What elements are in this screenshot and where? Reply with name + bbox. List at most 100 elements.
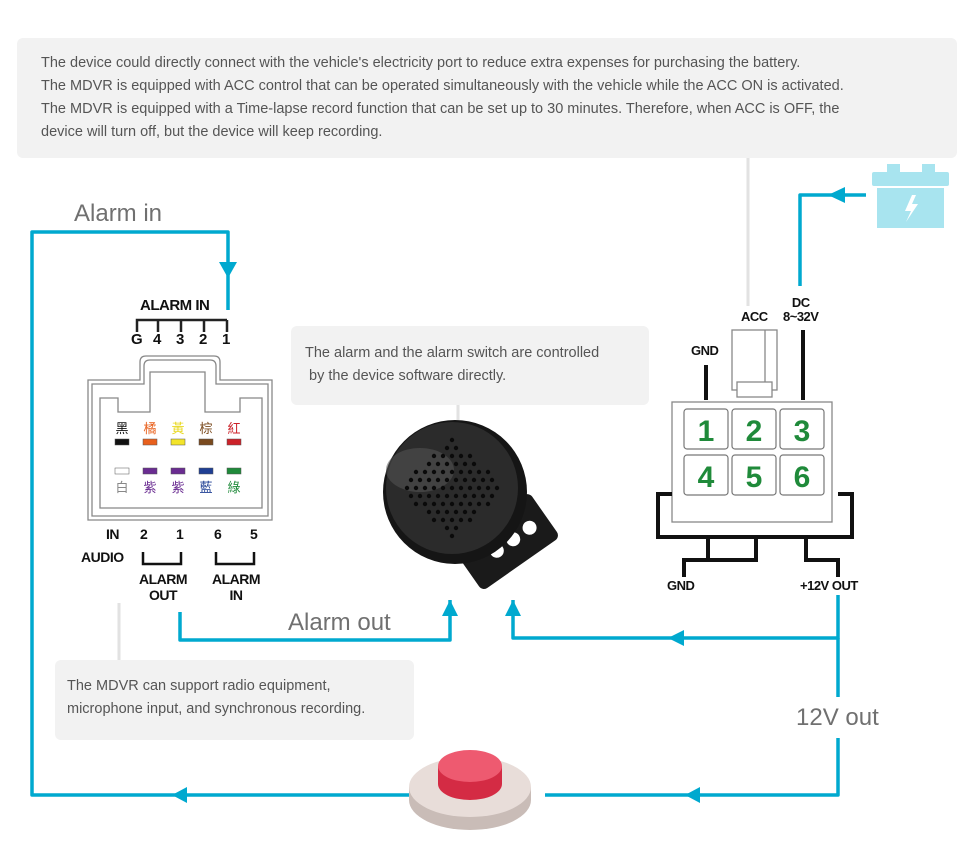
speaker-hole: [471, 477, 477, 483]
alarm-speaker: [383, 420, 558, 589]
power-pin-number: 4: [698, 461, 715, 494]
arrow-loop-left: [172, 787, 187, 803]
speaker-hole: [417, 493, 423, 499]
power-pin-cell: [683, 408, 729, 450]
power-pin-number: 2: [746, 415, 763, 448]
speaker-hole: [435, 493, 441, 499]
wire-color-swatch: [142, 467, 158, 475]
wire-color-swatch: [226, 467, 242, 475]
dc-label-line-1: DC: [791, 295, 810, 310]
speaker-hole: [453, 477, 459, 483]
speaker-hole: [413, 485, 419, 491]
alarm-in-group-label: ALARM IN: [212, 571, 261, 603]
speaker-hole: [422, 501, 428, 507]
alarm-out-line: [178, 600, 452, 642]
wire-color-swatch: [114, 467, 130, 475]
speaker-hole: [426, 493, 432, 499]
speaker-hole: [462, 477, 468, 483]
acc-label: ACC: [741, 309, 768, 324]
speaker-hole: [449, 437, 455, 443]
speaker-hole: [453, 445, 459, 451]
speaker-power-line: [511, 595, 840, 640]
speaker-hole: [467, 469, 473, 475]
speaker-hole: [476, 485, 482, 491]
io-pin-4: 4: [153, 331, 161, 348]
alarm-in-pin-5: 5: [250, 526, 258, 542]
speaker-hole: [480, 477, 486, 483]
io-pin-2: 2: [199, 331, 207, 348]
arrowheads: [172, 187, 845, 803]
speaker-hole: [444, 461, 450, 467]
v12-out-label: 12V out: [796, 704, 879, 731]
wire-color-swatch: [198, 438, 214, 446]
speaker-hole: [471, 461, 477, 467]
speaker-hole: [440, 517, 446, 523]
arrow-button-left: [685, 787, 700, 803]
speaker-hole: [426, 477, 432, 483]
alarm-out-group-label: ALARM OUT: [139, 571, 188, 603]
speaker-hole: [458, 501, 464, 507]
wire-color-label: 藍: [199, 481, 212, 496]
speaker-hole: [467, 501, 473, 507]
speaker-hole: [431, 469, 437, 475]
speaker-hole: [404, 485, 410, 491]
alarm-in-header: ALARM IN: [140, 297, 210, 314]
speaker-hole: [444, 477, 450, 483]
speaker-hole: [426, 461, 432, 467]
speaker-hole: [435, 461, 441, 467]
alarm-out-pin-2: 2: [140, 526, 148, 542]
speaker-hole: [449, 469, 455, 475]
wire-color-label: 紫: [143, 481, 156, 496]
speaker-hole: [435, 509, 441, 515]
alarm-button: [409, 750, 531, 830]
battery-line: [798, 193, 866, 286]
alarm-in-group-line-1: ALARM: [212, 571, 261, 587]
speaker-hole: [471, 493, 477, 499]
alarm-info-note: The alarm and the alarm switch are contr…: [291, 326, 649, 405]
speaker-hole: [435, 477, 441, 483]
speaker-hole: [449, 501, 455, 507]
speaker-hole: [417, 477, 423, 483]
power-pin-cell: [731, 408, 777, 450]
speaker-hole: [476, 469, 482, 475]
wire-color-label: 棕: [199, 422, 212, 437]
alarm-in-group-line-2: IN: [229, 587, 244, 603]
speaker-hole: [413, 469, 419, 475]
gnd-top-label: GND: [691, 343, 719, 358]
speaker-hole: [453, 509, 459, 515]
wire-color-swatch: [114, 438, 130, 446]
power-pin-number: 6: [794, 461, 811, 494]
io-pin-g: G: [131, 331, 143, 348]
power-pin-number: 5: [746, 461, 763, 494]
speaker-hole: [453, 493, 459, 499]
speaker-hole: [422, 469, 428, 475]
wire-color-swatch: [170, 467, 186, 475]
power-info-line-1: The device could directly connect with t…: [41, 55, 801, 71]
speaker-hole: [449, 453, 455, 459]
wire-color-swatch: [170, 438, 186, 446]
speaker-hole: [431, 517, 437, 523]
speaker-hole: [485, 469, 491, 475]
audio-in-label: IN: [106, 526, 120, 542]
speaker-hole: [453, 525, 459, 531]
wire-color-label: 橘: [143, 421, 156, 437]
io-pin-1: 1: [222, 331, 230, 348]
arrow-battery: [828, 187, 845, 203]
wire-color-label: 黑: [115, 422, 128, 437]
power-pin-cell: [731, 454, 777, 496]
speaker-hole: [449, 485, 455, 491]
dc-label: DC 8~32V: [783, 295, 819, 324]
speaker-hole: [480, 493, 486, 499]
speaker-hole: [422, 485, 428, 491]
speaker-hole: [471, 509, 477, 515]
arrow-speaker: [505, 600, 521, 616]
speaker-hole: [458, 517, 464, 523]
speaker-hole: [462, 509, 468, 515]
power-pin-cell: [779, 454, 825, 496]
power-pin-cell: [779, 408, 825, 450]
speaker-hole: [408, 477, 414, 483]
speaker-hole: [467, 517, 473, 523]
speaker-hole: [449, 517, 455, 523]
power-info-line-3: The MDVR is equipped with a Time-lapse r…: [41, 101, 840, 117]
speaker-hole: [426, 509, 432, 515]
